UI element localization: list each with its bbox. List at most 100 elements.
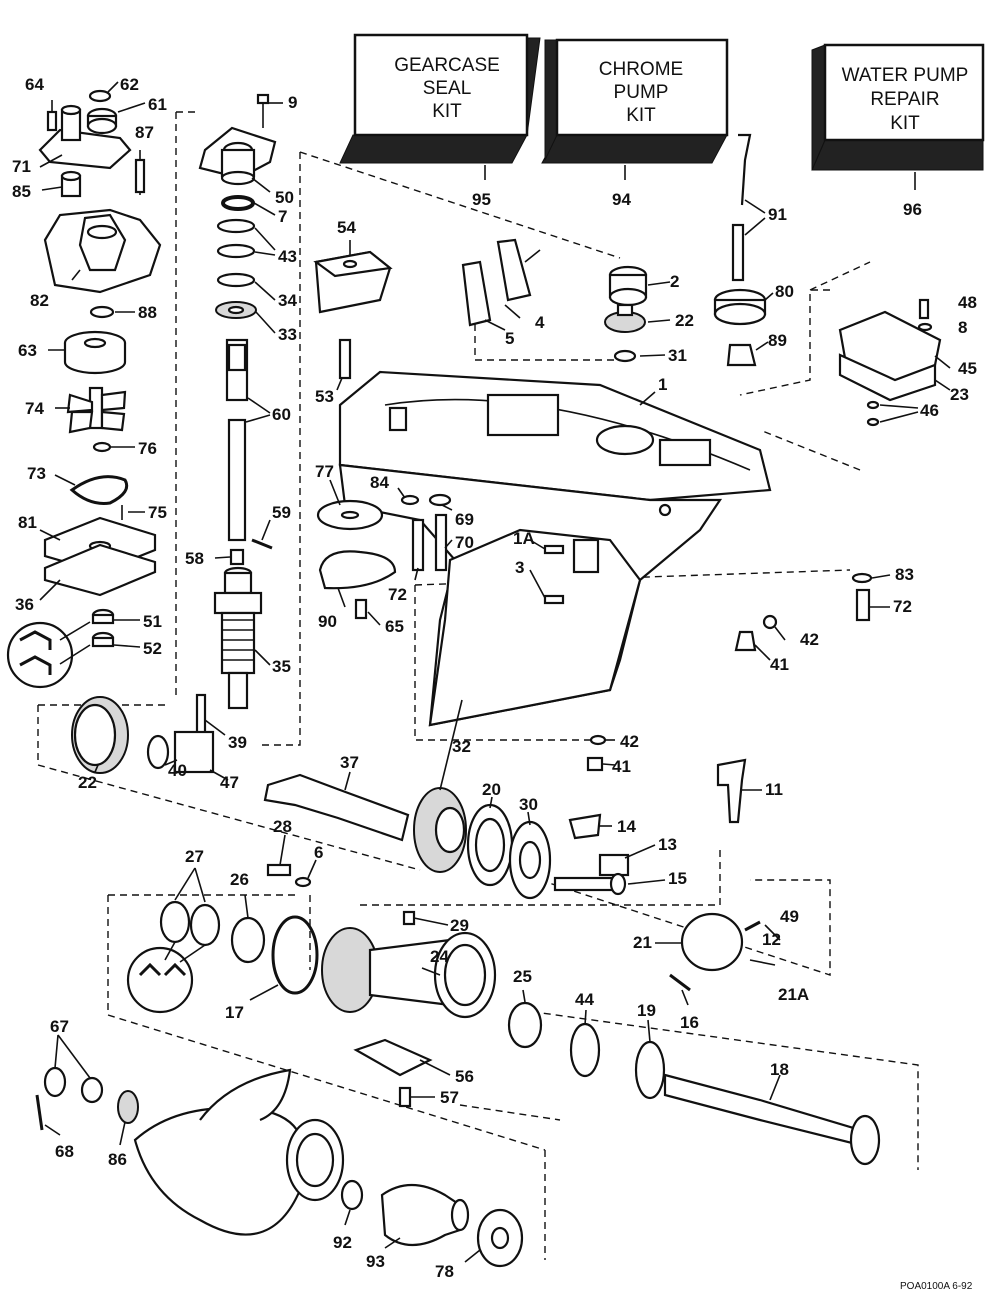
kit-box-gearcase-seal: GEARCASE SEAL KIT (339, 33, 541, 164)
part-label: 60 (272, 405, 291, 424)
part-label: 29 (450, 916, 469, 935)
part-label: 23 (950, 385, 969, 404)
kit-box-water-pump-repair: WATER PUMP REPAIR KIT (811, 43, 985, 171)
part-label: 16 (680, 1013, 699, 1032)
part-label: 4 (535, 313, 545, 332)
part-label: 1A (513, 529, 535, 548)
part-label: 42 (800, 630, 819, 649)
part-label: 44 (575, 990, 594, 1009)
part-label: 33 (278, 325, 297, 344)
part-label: 72 (388, 585, 407, 604)
svg-text:GEARCASE: GEARCASE (394, 55, 500, 76)
part-label: 8 (958, 318, 967, 337)
kit-text: CHROME (599, 59, 683, 80)
gear-train (71, 696, 630, 900)
propeller-assembly (35, 1066, 524, 1268)
part-label: 89 (768, 331, 787, 350)
part-label: 39 (228, 733, 247, 752)
part-label: 65 (385, 617, 404, 636)
part-label: 47 (220, 773, 239, 792)
part-label: 46 (920, 401, 939, 420)
part-label: 9 (288, 93, 297, 112)
part-label: 2 (670, 272, 679, 291)
svg-text:PUMP: PUMP (614, 82, 669, 103)
part-label: 59 (272, 503, 291, 522)
part-label: 86 (108, 1150, 127, 1169)
part-label: 21A (778, 985, 809, 1004)
part-label: 84 (370, 473, 389, 492)
part-label: 90 (318, 612, 337, 631)
svg-text:KIT: KIT (890, 113, 920, 134)
upper-right-parts (461, 133, 942, 824)
svg-text:KIT: KIT (626, 105, 656, 126)
part-label: 14 (617, 817, 636, 836)
driveshaft-column (195, 93, 277, 737)
part-label: 83 (895, 565, 914, 584)
part-label: 28 (273, 817, 292, 836)
part-label: 36 (15, 595, 34, 614)
part-label: 13 (658, 835, 677, 854)
kit-text: KIT (890, 113, 920, 134)
part-label: 85 (12, 182, 31, 201)
kit-text: GEARCASE (394, 55, 500, 76)
part-label: 12 (762, 930, 781, 949)
part-label: 87 (135, 123, 154, 142)
svg-text:KIT: KIT (432, 101, 462, 122)
part-label: 48 (958, 293, 977, 312)
part-label: 91 (768, 205, 787, 224)
kit-box-chrome-pump: CHROME PUMP KIT (541, 38, 729, 164)
svg-text:WATER PUMP: WATER PUMP (842, 65, 969, 86)
part-label: 75 (148, 503, 167, 522)
part-label: 1 (658, 375, 667, 394)
part-label: 69 (455, 510, 474, 529)
water-pump-assembly (6, 89, 162, 689)
part-label: 71 (12, 157, 31, 176)
part-label: 50 (275, 188, 294, 207)
part-label: 49 (780, 907, 799, 926)
part-label: 74 (25, 399, 44, 418)
part-label: 88 (138, 303, 157, 322)
part-label: 31 (668, 346, 687, 365)
part-labels: 95 94 96 64 62 61 71 85 87 82 88 63 74 7… (12, 75, 977, 1291)
part-label: 68 (55, 1142, 74, 1161)
part-label: 40 (168, 761, 187, 780)
part-label: 37 (340, 753, 359, 772)
part-label: 58 (185, 549, 204, 568)
part-label: 72 (893, 597, 912, 616)
part-label: 17 (225, 1003, 244, 1022)
part-label: 20 (482, 780, 501, 799)
part-label: 77 (315, 462, 334, 481)
part-label: 78 (435, 1262, 454, 1281)
part-label: 76 (138, 439, 157, 458)
kit-text: KIT (626, 105, 656, 126)
bearing-carrier-area (126, 900, 881, 1166)
part-label: 30 (519, 795, 538, 814)
part-label: 61 (148, 95, 167, 114)
part-label: 27 (185, 847, 204, 866)
part-label: 3 (515, 558, 524, 577)
part-label: 56 (455, 1067, 474, 1086)
part-label: 15 (668, 869, 687, 888)
part-label: 19 (637, 1001, 656, 1020)
part-label: 41 (770, 655, 789, 674)
diagram-code: POA0100A 6-92 (900, 1281, 973, 1291)
part-label: 67 (50, 1017, 69, 1036)
part-label: 5 (505, 329, 514, 348)
part-label: 21 (633, 933, 652, 952)
part-label: 63 (18, 341, 37, 360)
part-label: 22 (78, 773, 97, 792)
kit-text: KIT (432, 101, 462, 122)
part-label: 54 (337, 218, 356, 237)
part-label: 45 (958, 359, 977, 378)
part-label: 64 (25, 75, 44, 94)
leader-lines (39, 81, 951, 1263)
part-label: 6 (314, 843, 323, 862)
part-label: 41 (612, 757, 631, 776)
part-label: 51 (143, 612, 162, 631)
svg-text:CHROME: CHROME (599, 59, 683, 80)
part-label: 34 (278, 291, 297, 310)
part-label: 35 (272, 657, 291, 676)
part-label: 62 (120, 75, 139, 94)
part-label: 18 (770, 1060, 789, 1079)
